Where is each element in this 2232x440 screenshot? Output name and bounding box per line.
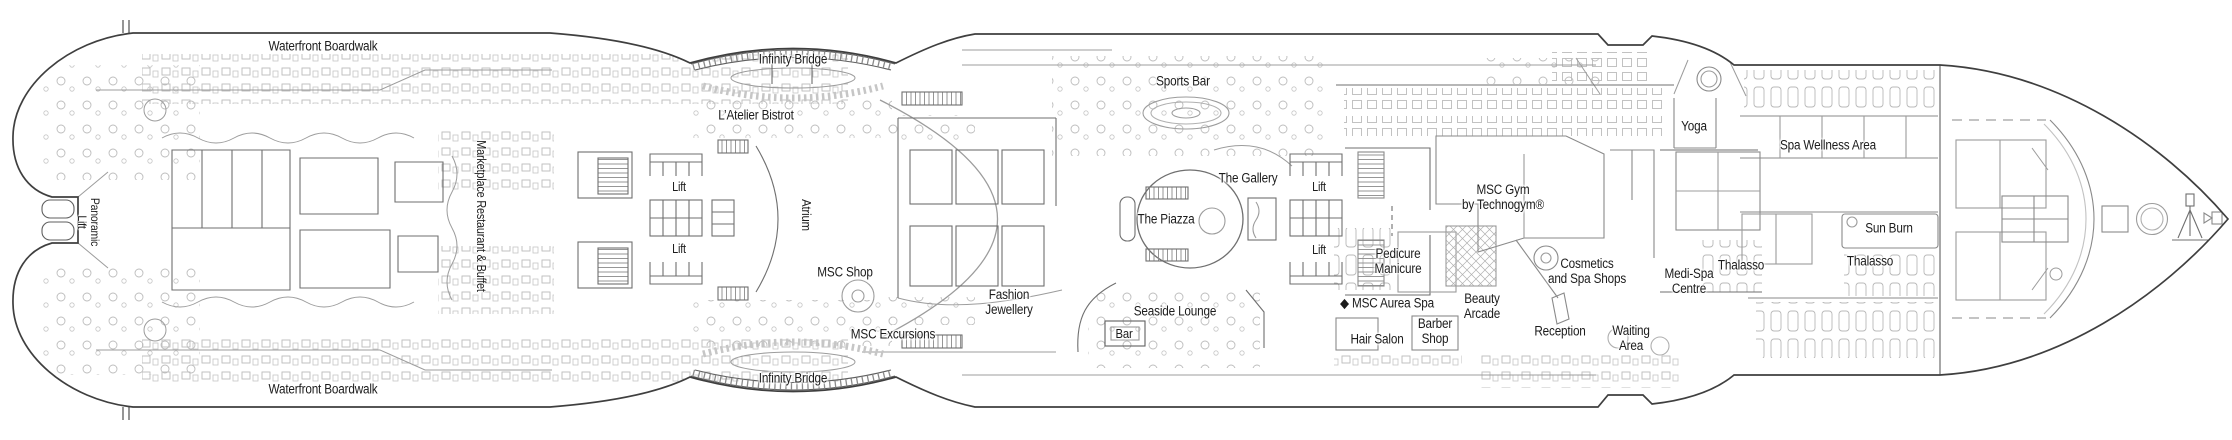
label-infinity-bridge-bottom: Infinity Bridge bbox=[758, 370, 828, 386]
label-thalasso-right: Thalasso bbox=[1846, 253, 1894, 269]
label-lift-atrium-top: Lift bbox=[672, 180, 686, 195]
label-waterfront-boardwalk-bottom: Waterfront Boardwalk bbox=[268, 381, 378, 397]
label-atelier-bistrot: L’Atelier Bistrot bbox=[718, 107, 794, 123]
label-bar: Bar bbox=[1115, 325, 1133, 341]
infinity-bridges bbox=[690, 49, 896, 391]
walls-layer bbox=[171, 65, 2223, 375]
label-pedicure-manicure: Pedicure Manicure bbox=[1374, 246, 1422, 276]
label-panoramic-lift: Panoramic Lift bbox=[75, 197, 103, 247]
label-seaside-lounge: Seaside Lounge bbox=[1133, 303, 1217, 319]
label-cosmetics-spa-shops: Cosmetics and Spa Shops bbox=[1547, 256, 1627, 286]
label-msc-shop: MSC Shop bbox=[817, 264, 873, 280]
label-the-piazza: The Piazza bbox=[1137, 211, 1195, 227]
label-spa-wellness-area: Spa Wellness Area bbox=[1779, 137, 1877, 153]
label-thalasso-left: Thalasso bbox=[1717, 257, 1765, 273]
label-sports-bar: Sports Bar bbox=[1156, 73, 1210, 89]
label-msc-aurea-spa: ◆ MSC Aurea Spa bbox=[1340, 295, 1434, 311]
label-fashion-jewellery: Fashion Jewellery bbox=[985, 287, 1033, 317]
label-waterfront-boardwalk-top: Waterfront Boardwalk bbox=[268, 38, 378, 54]
hull-outline bbox=[12, 20, 2229, 420]
label-yoga: Yoga bbox=[1681, 118, 1707, 134]
light-detail-layer bbox=[77, 49, 2063, 376]
label-infinity-bridge-top: Infinity Bridge bbox=[758, 51, 828, 67]
label-atrium: Atrium bbox=[799, 199, 815, 231]
label-waiting-area: Waiting Area bbox=[1612, 323, 1650, 353]
label-lift-atrium-bottom: Lift bbox=[672, 242, 686, 257]
label-lift-mid-bottom: Lift bbox=[1312, 243, 1326, 258]
label-msc-excursions: MSC Excursions bbox=[850, 326, 936, 342]
label-the-gallery: The Gallery bbox=[1218, 170, 1278, 186]
label-beauty-arcade: Beauty Arcade bbox=[1463, 291, 1501, 321]
label-hair-salon: Hair Salon bbox=[1350, 331, 1404, 347]
label-reception: Reception bbox=[1534, 323, 1586, 339]
label-medi-spa-centre: Medi-Spa Centre bbox=[1664, 266, 1714, 296]
label-lift-mid-top: Lift bbox=[1312, 180, 1326, 195]
label-sun-burn: Sun Burn bbox=[1865, 220, 1913, 236]
label-msc-gym: MSC Gym by Technogym® bbox=[1462, 182, 1544, 212]
label-barber-shop: Barber Shop bbox=[1417, 316, 1453, 346]
label-marketplace-restaurant-buffet: Marketplace Restaurant & Buffet bbox=[473, 140, 488, 292]
